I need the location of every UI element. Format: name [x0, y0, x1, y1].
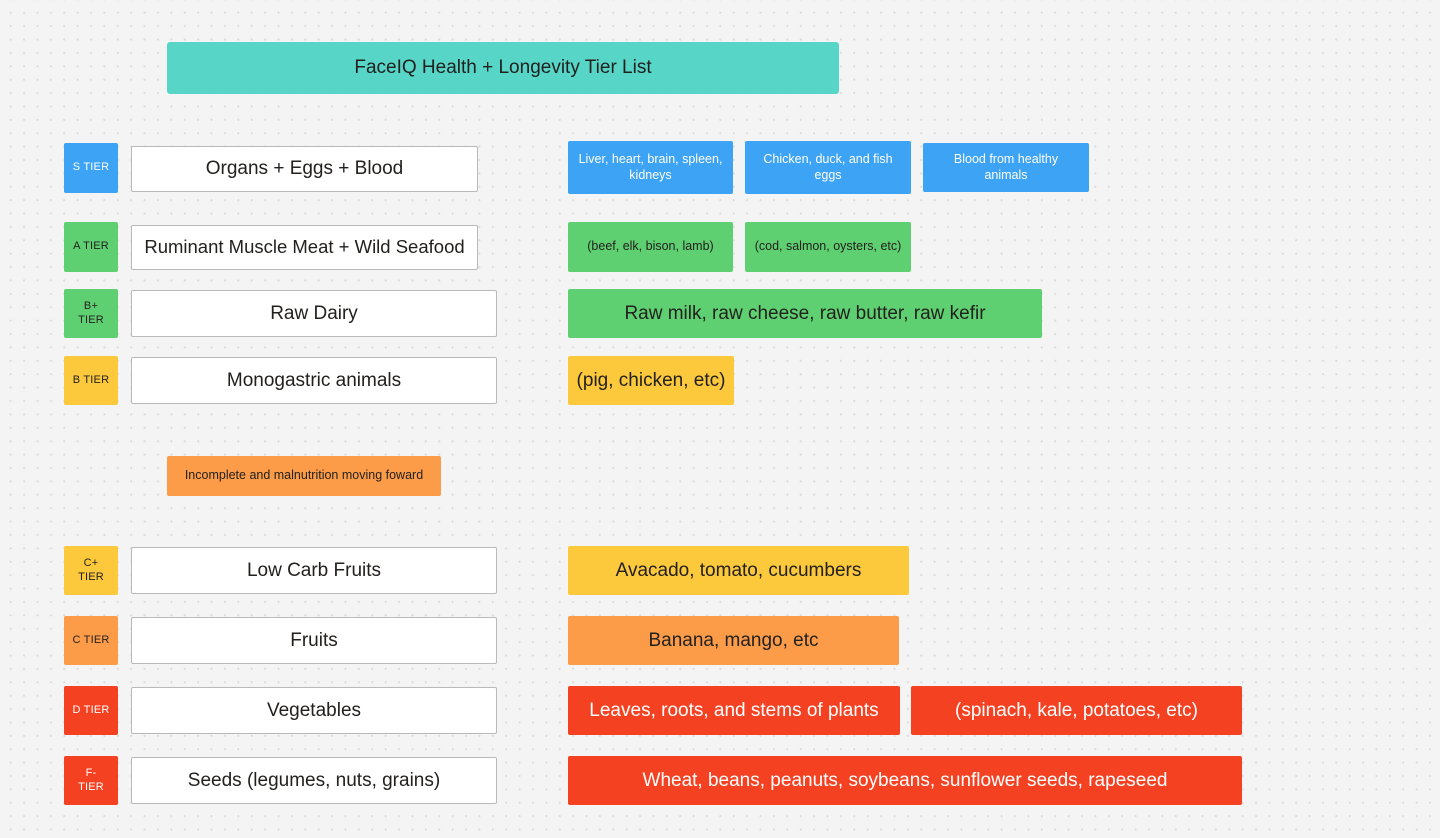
tier-item-s-1[interactable]: Chicken, duck, and fish eggs — [745, 141, 911, 194]
tier-item-s-2[interactable]: Blood from healthy animals — [923, 143, 1089, 192]
tier-badge-c[interactable]: C TIER — [64, 616, 118, 665]
tier-badge-b[interactable]: B TIER — [64, 356, 118, 405]
tier-item-s-0[interactable]: Liver, heart, brain, spleen, kidneys — [568, 141, 733, 194]
tier-item-d-1[interactable]: (spinach, kale, potatoes, etc) — [911, 686, 1242, 735]
tier-label-d[interactable]: Vegetables — [131, 687, 497, 734]
tier-item-a-1[interactable]: (cod, salmon, oysters, etc) — [745, 222, 911, 272]
page-title: FaceIQ Health + Longevity Tier List — [167, 42, 839, 94]
tier-label-b[interactable]: Monogastric animals — [131, 357, 497, 404]
tier-badge-f-minus[interactable]: F- TIER — [64, 756, 118, 805]
tier-label-c-plus[interactable]: Low Carb Fruits — [131, 547, 497, 594]
tier-item-b-plus-0[interactable]: Raw milk, raw cheese, raw butter, raw ke… — [568, 289, 1042, 338]
tier-label-b-plus[interactable]: Raw Dairy — [131, 290, 497, 337]
malnutrition-note[interactable]: Incomplete and malnutrition moving fowar… — [167, 456, 441, 496]
tier-item-c-plus-0[interactable]: Avacado, tomato, cucumbers — [568, 546, 909, 595]
tier-badge-c-plus[interactable]: C+ TIER — [64, 546, 118, 595]
tier-item-c-0[interactable]: Banana, mango, etc — [568, 616, 899, 665]
tier-label-f-minus[interactable]: Seeds (legumes, nuts, grains) — [131, 757, 497, 804]
tier-item-f-minus-0[interactable]: Wheat, beans, peanuts, soybeans, sunflow… — [568, 756, 1242, 805]
tier-label-a[interactable]: Ruminant Muscle Meat + Wild Seafood — [131, 225, 478, 270]
tier-badge-b-plus[interactable]: B+ TIER — [64, 289, 118, 338]
tier-badge-a[interactable]: A TIER — [64, 222, 118, 272]
tier-badge-s[interactable]: S TIER — [64, 143, 118, 193]
tier-badge-d[interactable]: D TIER — [64, 686, 118, 735]
tier-label-s[interactable]: Organs + Eggs + Blood — [131, 146, 478, 192]
tier-item-a-0[interactable]: (beef, elk, bison, lamb) — [568, 222, 733, 272]
tier-label-c[interactable]: Fruits — [131, 617, 497, 664]
tier-item-d-0[interactable]: Leaves, roots, and stems of plants — [568, 686, 900, 735]
tier-item-b-0[interactable]: (pig, chicken, etc) — [568, 356, 734, 405]
